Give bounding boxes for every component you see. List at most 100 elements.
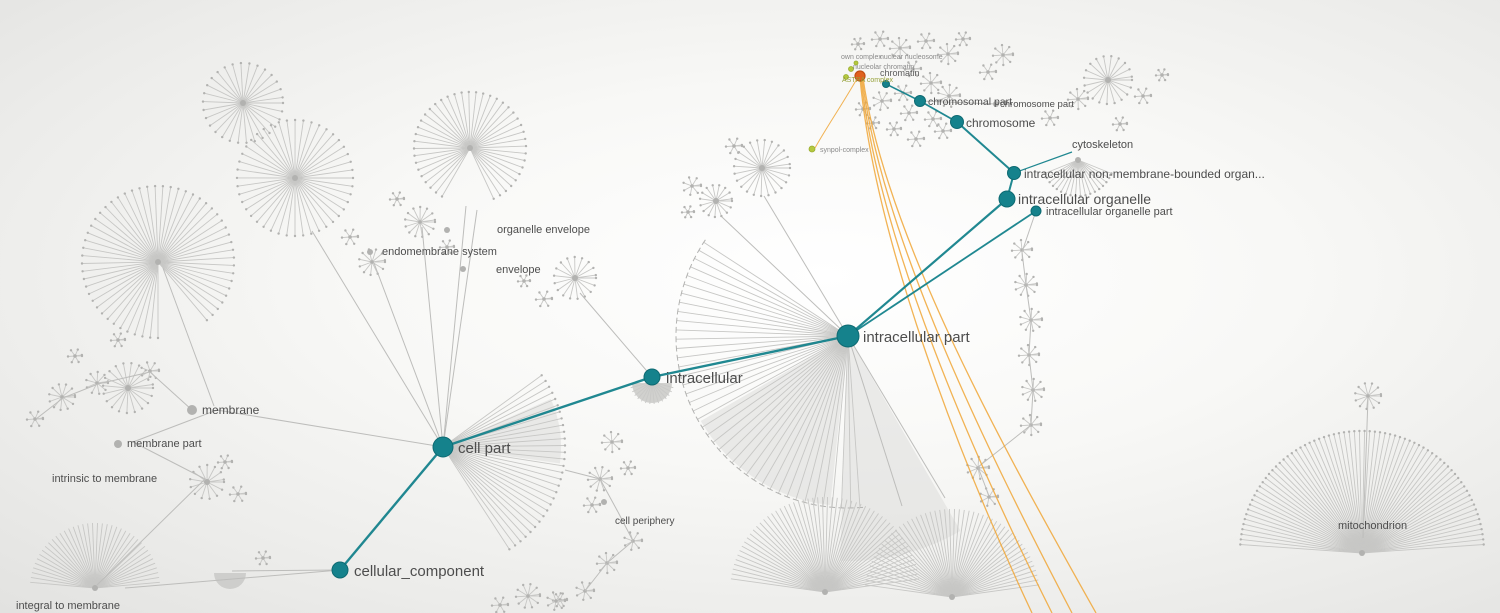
cluster-hub-node[interactable] xyxy=(554,599,558,603)
cluster-hub-node[interactable] xyxy=(690,184,694,188)
small-label-astra-complex[interactable]: ASTRA complex xyxy=(842,77,893,84)
node-chromosome[interactable] xyxy=(950,115,964,129)
cluster-hub-node[interactable] xyxy=(395,197,399,201)
cluster-hub-node[interactable] xyxy=(1366,394,1370,398)
anchor-node[interactable] xyxy=(601,499,607,505)
cluster-hub-node[interactable] xyxy=(911,67,915,71)
cluster-hub-node[interactable] xyxy=(914,137,918,141)
cluster-hub-node[interactable] xyxy=(961,37,965,41)
cluster-hub-node[interactable] xyxy=(878,37,882,41)
cluster-hub-node[interactable] xyxy=(522,279,526,283)
half-disk-cluster[interactable] xyxy=(214,573,246,589)
label-intracellular-organelle[interactable]: intracellular organelle xyxy=(1018,191,1151,207)
label-intracellular[interactable]: intracellular xyxy=(666,370,743,387)
cluster-hub-node[interactable] xyxy=(713,198,719,204)
highlight-node-green[interactable] xyxy=(843,74,849,80)
label-intrinsic-to-membrane[interactable]: intrinsic to membrane xyxy=(52,473,157,485)
label-organelle-envelope[interactable]: organelle envelope xyxy=(497,224,590,236)
highlight-node-green[interactable] xyxy=(853,60,859,66)
label-cell-periphery[interactable]: cell periphery xyxy=(615,516,674,527)
label-membrane[interactable]: membrane xyxy=(202,403,260,417)
node-cell-part[interactable] xyxy=(432,436,454,458)
cluster-hub-node[interactable] xyxy=(261,556,265,560)
node-intracellular[interactable] xyxy=(643,368,661,386)
node-chromosomal-part[interactable] xyxy=(914,95,926,107)
cluster-hub-node[interactable] xyxy=(204,479,210,485)
cluster-hub-node[interactable] xyxy=(949,594,955,600)
node-path-end[interactable] xyxy=(882,80,890,88)
cluster-hub-node[interactable] xyxy=(856,42,860,46)
label-chromosome-part[interactable]: chromosome part xyxy=(1000,99,1074,110)
node-intracellular-organelle-part[interactable] xyxy=(1030,205,1042,217)
cluster-hub-node[interactable] xyxy=(125,385,131,391)
cluster-hub-node[interactable] xyxy=(686,210,690,214)
anchor-node[interactable] xyxy=(444,227,450,233)
label-endomembrane-system[interactable]: endomembrane system xyxy=(382,246,497,258)
cluster-hub-node[interactable] xyxy=(590,503,594,507)
cluster-hub-node[interactable] xyxy=(941,129,945,133)
cluster-hub-node[interactable] xyxy=(348,235,352,239)
cluster-hub-node[interactable] xyxy=(759,165,765,171)
cluster-hub-node[interactable] xyxy=(370,260,374,264)
cluster-hub-node[interactable] xyxy=(946,52,950,56)
half-disk-cluster[interactable] xyxy=(632,383,672,403)
cluster-hub-node[interactable] xyxy=(33,417,37,421)
label-mitochondrion[interactable]: mitochondrion xyxy=(1338,520,1407,532)
cluster-hub-node[interactable] xyxy=(987,495,991,499)
label-membrane-part[interactable]: membrane part xyxy=(127,438,202,450)
cluster-hub-node[interactable] xyxy=(931,117,935,121)
cluster-hub-node[interactable] xyxy=(1076,97,1080,101)
cluster-hub-node[interactable] xyxy=(116,338,120,342)
cluster-hub-node[interactable] xyxy=(1141,94,1145,98)
cluster-hub-node[interactable] xyxy=(732,144,736,148)
node-cellular-component[interactable] xyxy=(331,561,349,579)
cluster-hub-node[interactable] xyxy=(467,145,473,151)
highlight-node-orange[interactable] xyxy=(854,70,866,82)
anchor-node[interactable] xyxy=(114,440,122,448)
node-intracellular-non-membrane-bounded-organelle[interactable] xyxy=(1007,166,1021,180)
label-chromosome[interactable]: chromosome xyxy=(966,116,1036,130)
label-cell-part[interactable]: cell part xyxy=(458,440,511,457)
anchor-node[interactable] xyxy=(993,101,999,107)
cluster-hub-node[interactable] xyxy=(542,297,546,301)
cluster-hub-node[interactable] xyxy=(292,175,298,181)
label-envelope[interactable]: envelope xyxy=(496,264,541,276)
cluster-hub-node[interactable] xyxy=(155,259,161,265)
cluster-hub-node[interactable] xyxy=(1105,77,1111,83)
cluster-hub-node[interactable] xyxy=(907,111,911,115)
cluster-hub-node[interactable] xyxy=(892,127,896,131)
node-intracellular-organelle[interactable] xyxy=(998,190,1016,208)
cluster-hub-node[interactable] xyxy=(610,440,614,444)
label-cellular-component[interactable]: cellular_component xyxy=(354,563,485,580)
cluster-hub-node[interactable] xyxy=(924,39,928,43)
label-integral-to-membrane[interactable]: integral to membrane xyxy=(16,600,120,612)
cluster-hub-node[interactable] xyxy=(986,70,990,74)
cluster-hub-node[interactable] xyxy=(1001,53,1005,57)
cluster-hub-node[interactable] xyxy=(1359,550,1365,556)
cluster-hub-node[interactable] xyxy=(526,594,530,598)
node-intracellular-part[interactable] xyxy=(836,324,860,348)
anchor-node[interactable] xyxy=(367,249,373,255)
label-intracellular-part[interactable]: intracellular part xyxy=(863,329,971,346)
label-intracellular-non-membrane-bounded-organelle[interactable]: intracellular non-membrane-bounded organ… xyxy=(1024,167,1265,181)
cluster-hub-node[interactable] xyxy=(92,585,98,591)
small-label-nuclear-nucleosome[interactable]: nuclear nucleosome xyxy=(880,54,943,61)
label-intracellular-organelle-part[interactable]: intracellular organelle part xyxy=(1046,206,1173,218)
small-label-chromatin[interactable]: chromatin xyxy=(880,68,920,78)
highlight-node-green[interactable] xyxy=(808,145,816,153)
anchor-node[interactable] xyxy=(460,266,466,272)
cluster-hub-node[interactable] xyxy=(880,99,884,103)
highlight-node-green[interactable] xyxy=(848,66,854,72)
cluster-hub-node[interactable] xyxy=(223,460,227,464)
cluster-hub-node[interactable] xyxy=(822,589,828,595)
cluster-hub-node[interactable] xyxy=(947,94,951,98)
cluster-hub-node[interactable] xyxy=(498,603,502,607)
label-cytoskeleton[interactable]: cytoskeleton xyxy=(1072,139,1133,151)
cluster-hub-node[interactable] xyxy=(1160,73,1164,77)
label-chromosomal-part[interactable]: chromosomal part xyxy=(928,96,1012,108)
cluster-hub-node[interactable] xyxy=(445,245,449,249)
cluster-hub-node[interactable] xyxy=(898,46,902,50)
cluster-hub-node[interactable] xyxy=(418,220,422,224)
